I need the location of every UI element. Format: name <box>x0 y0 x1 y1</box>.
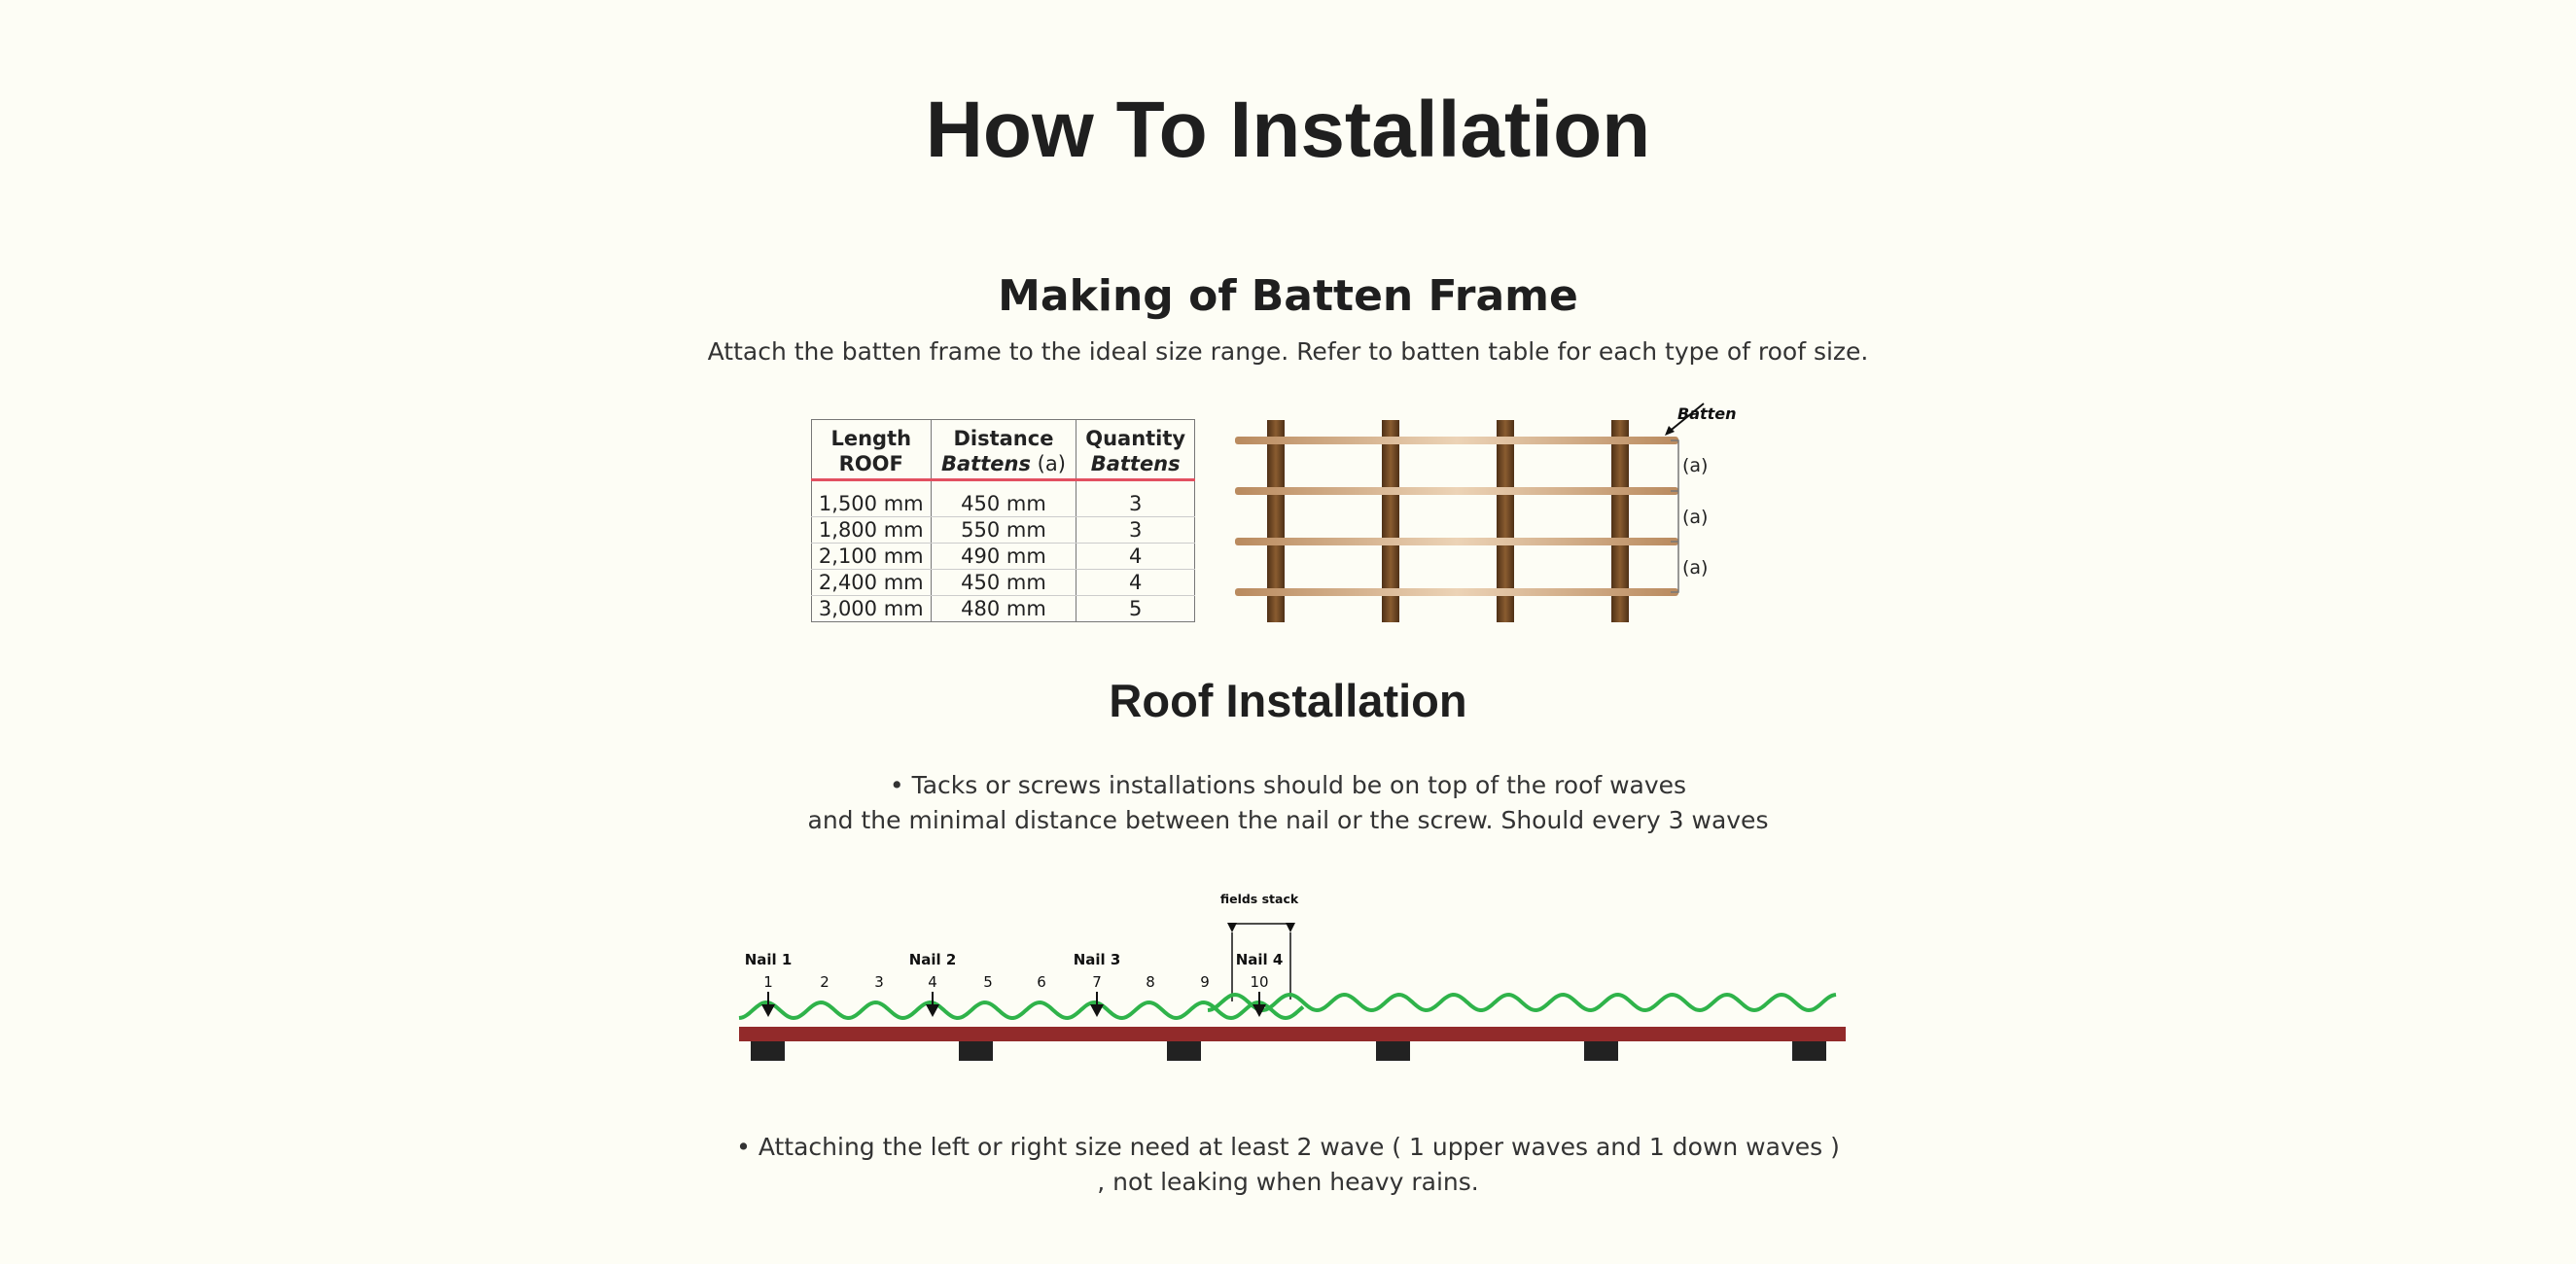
nail-arrow-icon <box>761 1004 775 1017</box>
stack-marker-icon <box>1286 923 1295 932</box>
cell-length: 2,100 mm <box>811 543 932 570</box>
header-length-roof: Length ROOF <box>811 419 932 481</box>
wave-number: 10 <box>1250 973 1268 991</box>
spacing-label: (a) <box>1682 455 1708 476</box>
page-title: How To Installation <box>925 86 1651 174</box>
nail-label: Nail 2 <box>909 951 957 968</box>
wave-number: 8 <box>1146 973 1155 991</box>
header-distance-unit: (a) <box>1030 452 1066 475</box>
table-row: 1,500 mm 450 mm 3 <box>811 479 1195 517</box>
batten-bar <box>1235 437 1678 444</box>
nail-label: Nail 1 <box>745 951 793 968</box>
batten-label: Batten <box>1677 404 1737 423</box>
header-length-line1: Length <box>830 427 912 450</box>
cell-length: 3,000 mm <box>818 597 924 620</box>
cell-distance: 450 mm <box>930 569 1076 596</box>
support-block <box>1584 1041 1618 1061</box>
roof-sheet-wave-left <box>738 1000 1305 1021</box>
support-block <box>1167 1041 1201 1061</box>
support-block <box>1792 1041 1826 1061</box>
batten-section-description: Attach the batten frame to the ideal siz… <box>707 337 1869 366</box>
cell-quantity: 4 <box>1076 543 1195 570</box>
batten-table-header-row: Length ROOF Distance Battens (a) Quantit… <box>811 419 1195 481</box>
wave-number: 9 <box>1200 973 1210 991</box>
batten-bar <box>1235 487 1678 495</box>
cell-length: 2,400 mm <box>811 569 932 596</box>
roof-base-rafter <box>739 1027 1846 1041</box>
wave-number: 1 <box>763 973 773 991</box>
frame-post <box>1611 420 1629 622</box>
frame-post <box>1382 420 1399 622</box>
wave-number: 6 <box>1037 973 1046 991</box>
cell-quantity: 3 <box>1076 479 1195 517</box>
header-distance-line2: Battens <box>941 452 1031 475</box>
roof-sheet-wave-right <box>1207 992 1837 1013</box>
roof-bullet2-line2: , not leaking when heavy rains. <box>1097 1168 1479 1196</box>
fields-stack-label: fields stack <box>1220 892 1299 906</box>
header-quantity-line1: Quantity <box>1085 427 1186 450</box>
wave-number: 4 <box>928 973 937 991</box>
cell-distance: 450 mm <box>930 479 1076 517</box>
table-row: 1,800 mm 550 mm 3 <box>811 516 1195 544</box>
cell-quantity: 3 <box>1076 516 1195 544</box>
cell-length: 1,800 mm <box>811 516 932 544</box>
cell-distance: 550 mm <box>930 516 1076 544</box>
table-row: 2,400 mm 450 mm 4 <box>811 569 1195 596</box>
frame-post <box>1267 420 1285 622</box>
table-row: 2,100 mm 490 mm 4 <box>811 543 1195 570</box>
cell-quantity: 5 <box>1076 595 1195 622</box>
header-length-line2: ROOF <box>838 452 903 475</box>
batten-bar <box>1235 588 1678 596</box>
roof-bullet1-line2: and the minimal distance between the nai… <box>807 806 1769 834</box>
nail-arrow-icon <box>926 1004 939 1017</box>
table-row: 3,000 mm 480 mm 5 <box>812 595 1195 622</box>
wave-number: 5 <box>983 973 993 991</box>
roof-bullet1-line1: • Tacks or screws installations should b… <box>889 771 1687 799</box>
batten-frame-diagram: Batten (a) (a) (a) <box>1235 403 1737 622</box>
batten-table: Length ROOF Distance Battens (a) Quantit… <box>811 419 1195 622</box>
spacing-label: (a) <box>1682 507 1708 528</box>
wave-number: 3 <box>874 973 884 991</box>
nail-label: Nail 4 <box>1236 951 1284 968</box>
roof-section-title: Roof Installation <box>1109 675 1467 726</box>
batten-section-title: Making of Batten Frame <box>998 271 1578 321</box>
header-quantity-battens: Quantity Battens <box>1076 419 1195 481</box>
roof-bullet2-line1: • Attaching the left or right size need … <box>736 1133 1840 1161</box>
wave-number: 2 <box>820 973 829 991</box>
nail-label: Nail 3 <box>1074 951 1121 968</box>
batten-bar <box>1235 538 1678 545</box>
cell-length: 1,500 mm <box>811 479 932 517</box>
spacing-label: (a) <box>1682 557 1708 579</box>
cell-distance: 480 mm <box>930 595 1076 622</box>
header-distance-battens: Distance Battens (a) <box>930 419 1076 481</box>
wave-number: 7 <box>1092 973 1102 991</box>
support-block <box>751 1041 785 1061</box>
header-quantity-line2: Battens <box>1090 452 1181 475</box>
nail-arrow-icon <box>1253 1004 1266 1017</box>
batten-pointer-arrow-icon <box>1665 426 1675 436</box>
support-block <box>1376 1041 1410 1061</box>
stack-marker-icon <box>1227 923 1237 932</box>
header-distance-line1: Distance <box>953 427 1054 450</box>
cell-quantity: 4 <box>1076 569 1195 596</box>
nail-arrow-icon <box>1090 1004 1104 1017</box>
batten-pointer-line <box>1667 403 1705 434</box>
support-block <box>959 1041 993 1061</box>
frame-post <box>1497 420 1514 622</box>
cell-distance: 490 mm <box>930 543 1076 570</box>
spacing-bracket <box>1671 439 1679 593</box>
roof-installation-diagram: fields stack Nail 1 Nail 2 Nail 3 Nail 4… <box>738 892 1846 1061</box>
